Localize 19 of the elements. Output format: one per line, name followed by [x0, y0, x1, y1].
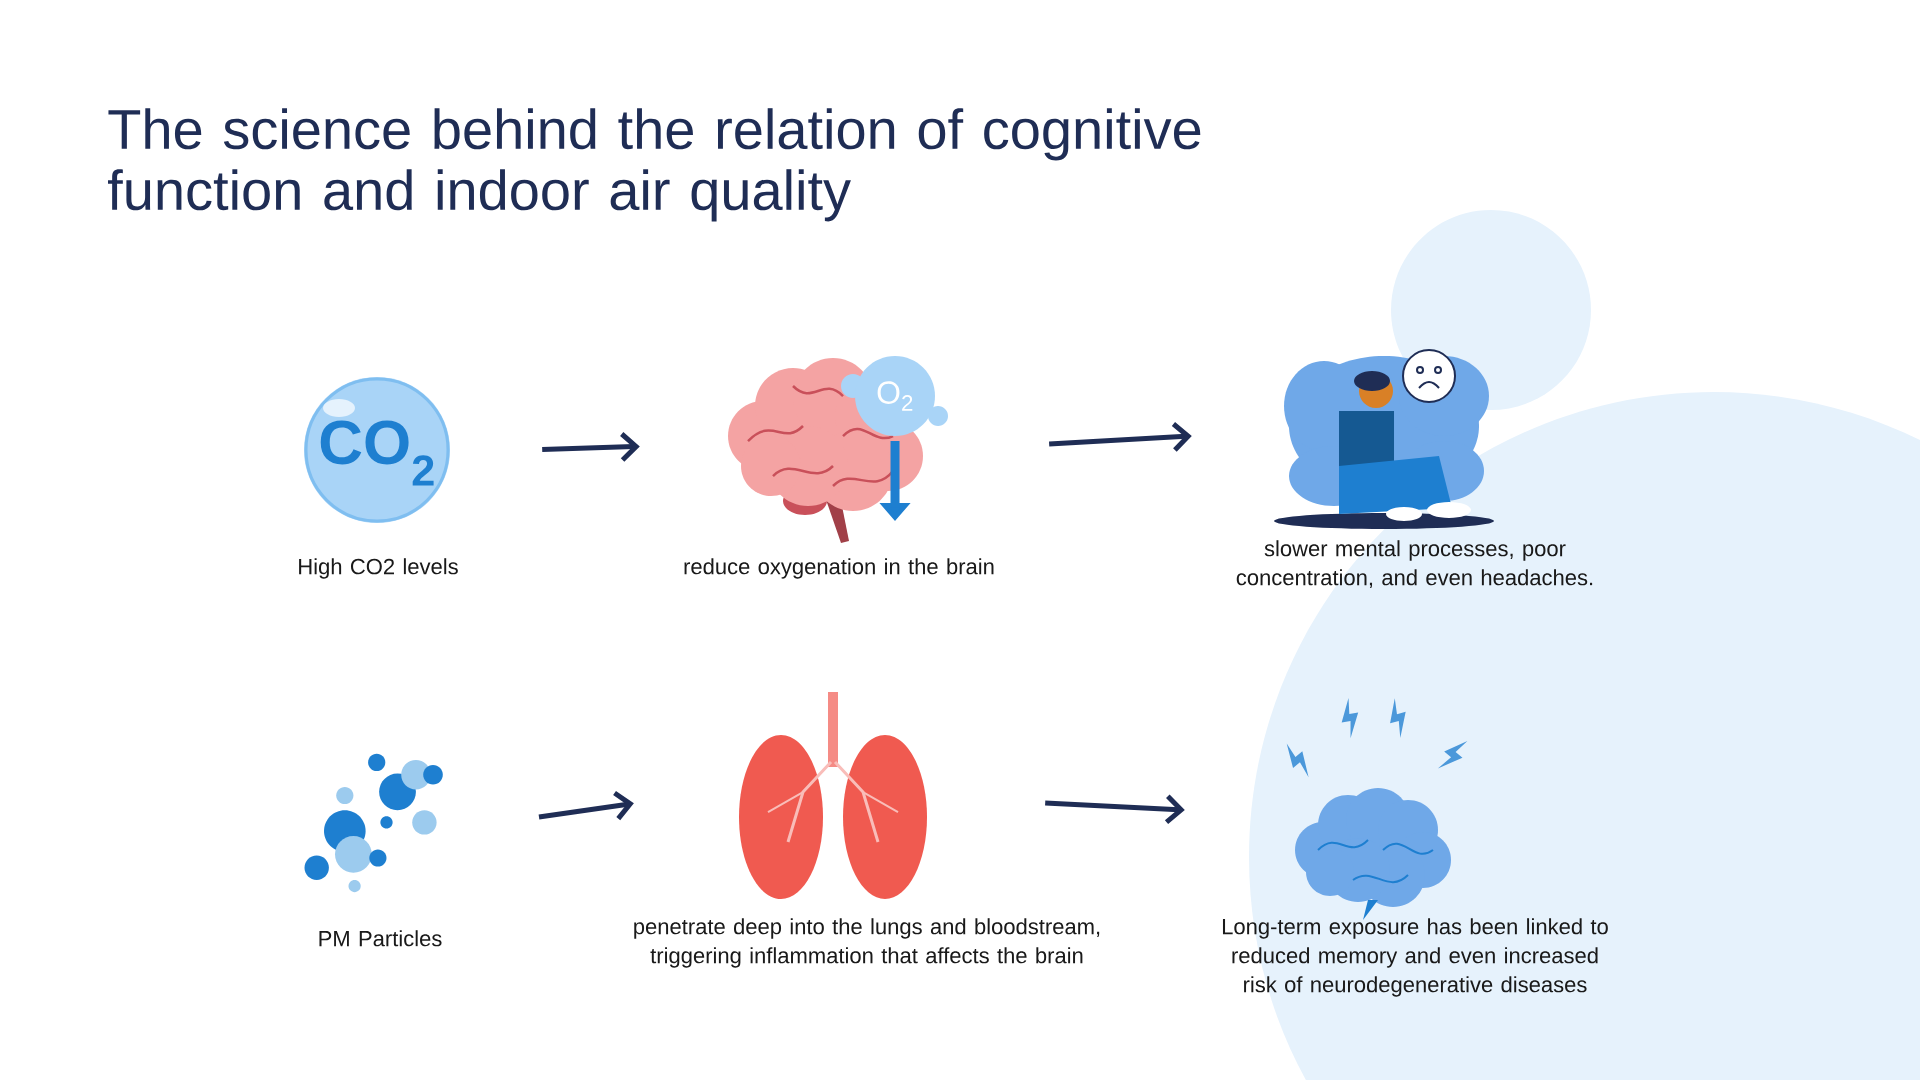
stressed-person-drawing [1274, 349, 1494, 529]
arrow [1045, 794, 1185, 825]
caption-text: slower mental processes, poor concentration, and even headaches. [1236, 540, 1593, 588]
caption-text: penetrate deep into the lungs and bloodstream, triggering inflammation that affects the brain [634, 918, 1100, 968]
brain-drawing [1286, 697, 1468, 920]
formula-text: O$_{2}$ [877, 381, 913, 411]
particles-drawing [304, 753, 443, 893]
caption-text: reduce oxygenation in the brain [684, 558, 994, 579]
formula-text: CO$_{2}$ [320, 420, 434, 486]
brain-drawing [728, 356, 948, 543]
caption-text: PM Particles [319, 930, 442, 947]
caption-text: High CO2 levels [299, 558, 458, 579]
lungs-drawing [739, 692, 927, 899]
arrow [1049, 422, 1192, 452]
title: The science behind the relation of cognitive function and indoor air quality [108, 108, 1201, 222]
caption-text: Long-term exposure has been linked to reduced memory and even increased risk of neurodegenerative diseases [1223, 918, 1608, 997]
arrow [538, 790, 634, 821]
arrow [542, 432, 640, 462]
co2-bubble-drawing [304, 377, 450, 523]
